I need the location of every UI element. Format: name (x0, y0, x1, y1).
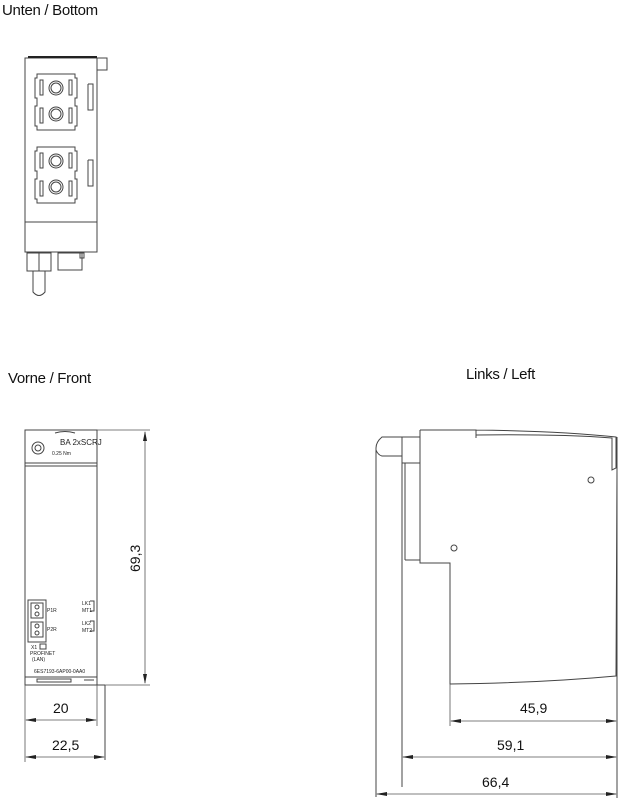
led-mt1-label: MT1 (82, 608, 92, 614)
screw-icon (31, 441, 45, 455)
interface-label: X1 (31, 645, 37, 651)
interface-sub-label: (LAN) (32, 657, 45, 663)
front-view: BA 2xSCRJ 0.25 Nm P1R P2R LK1 MT1 LK2 MT… (24, 429, 150, 762)
led-mt2-label: MT2 (82, 628, 92, 634)
left-view-title: Links / Left (466, 366, 535, 383)
port1-label: P1R (47, 608, 57, 614)
part-number-label: 6ES7193-6AP00-0AA0 (34, 669, 85, 675)
bottom-view (24, 56, 108, 296)
scrj-connector-lower (34, 146, 78, 204)
bottom-view-title: Unten / Bottom (2, 2, 98, 19)
interface-type-label: PROFINET (30, 651, 55, 657)
front-view-title: Vorne / Front (8, 370, 91, 387)
scrj-connector-upper (34, 73, 78, 131)
module-type-label: BA 2xSCRJ (60, 438, 102, 447)
dim-height: 69,3 (127, 545, 143, 572)
dim-width-outer: 22,5 (52, 737, 79, 753)
port2-label: P2R (47, 627, 57, 633)
torque-label: 0.25 Nm (52, 451, 71, 457)
dim-width-inner: 20 (53, 700, 69, 716)
dim-depth-body: 45,9 (520, 700, 547, 716)
dim-depth-total: 66,4 (482, 774, 509, 790)
left-view: 45,9 59,1 66,4 (375, 429, 618, 798)
led-lk2-label: LK2 (82, 621, 91, 627)
dim-depth-mid: 59,1 (497, 737, 524, 753)
led-lk1-label: LK1 (82, 601, 91, 607)
